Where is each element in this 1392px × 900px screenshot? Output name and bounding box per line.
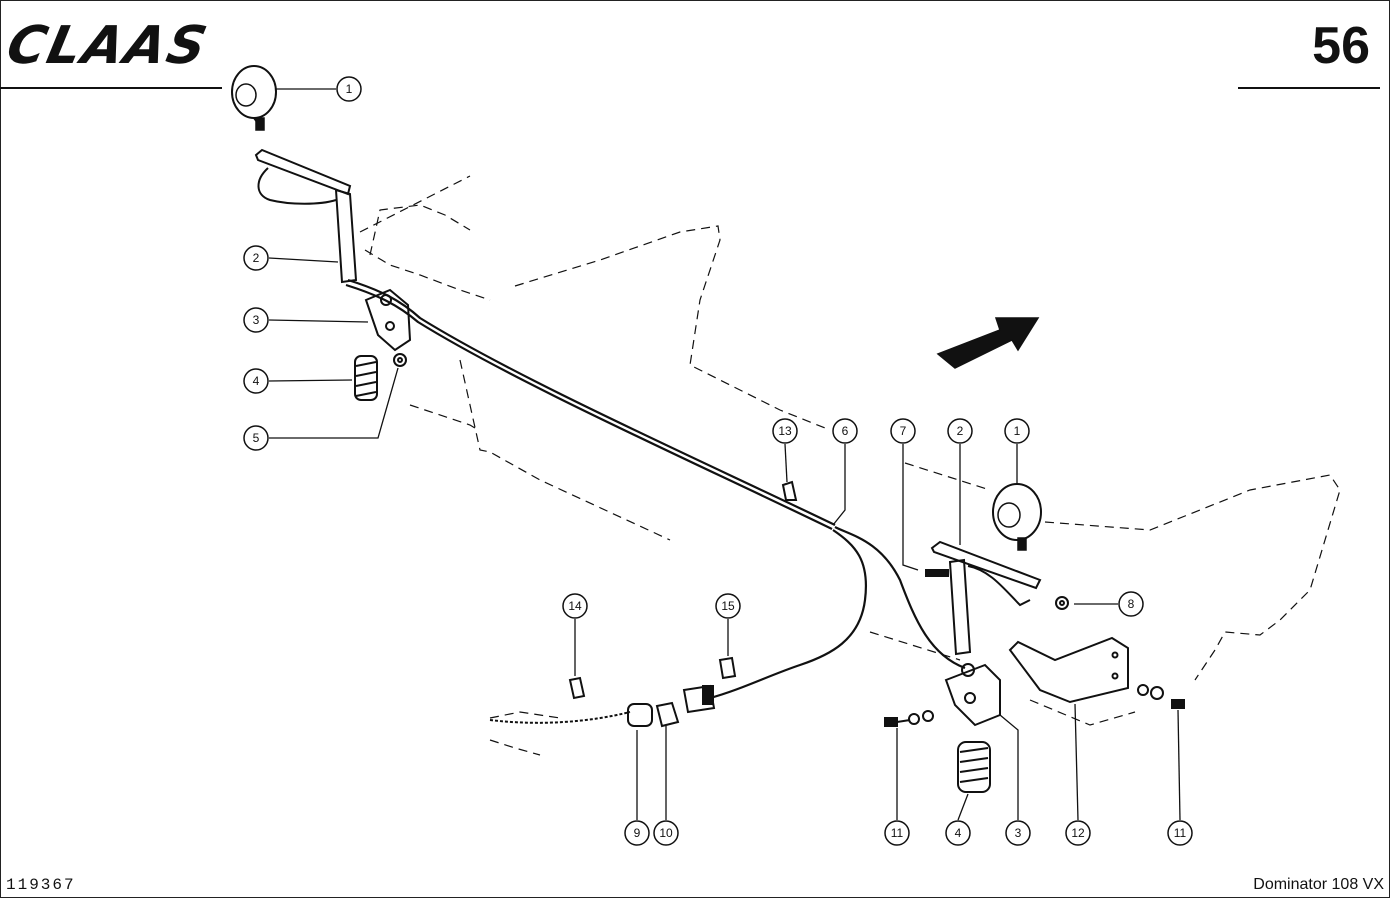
part-callout: 3 [243,307,269,333]
callout-circle [715,593,741,619]
part-callout: 15 [715,593,741,619]
callout-circle [243,425,269,451]
part-callout: 11 [884,820,910,846]
part-callout: 9 [624,820,650,846]
part-callout: 1 [336,76,362,102]
callout-label: 3 [1015,826,1022,840]
leader-lines [268,88,1181,821]
model-name: Dominator 108 VX [1253,876,1384,893]
callout-label: 9 [634,826,641,840]
mounting-plate [1008,636,1129,704]
spring-right [957,741,991,793]
lamp-bracket-right [925,540,1042,656]
part-callout: 14 [562,593,588,619]
part-callout: 2 [243,245,269,271]
page-number: 56 [1312,17,1370,75]
callout-circle [884,820,910,846]
callout-label: 13 [778,424,792,438]
machine-outline [359,175,1341,756]
callout-circle [890,418,916,444]
mounting-clamp-left [364,288,412,352]
callout-circle [243,368,269,394]
part-callout: 6 [832,418,858,444]
lamp-bracket-left [254,148,358,284]
callout-label: 11 [891,826,904,840]
part-callout: 1 [1004,418,1030,444]
callout-label: 15 [721,599,735,613]
callout-circle [1005,820,1031,846]
callout-circle [1167,820,1193,846]
direction-arrow-icon [936,317,1040,369]
callout-circle [945,820,971,846]
part-callout: 5 [243,425,269,451]
callout-label: 4 [253,374,260,388]
callout-label: 11 [1174,826,1187,840]
callout-circle [653,820,679,846]
part-callout: 13 [772,418,798,444]
callout-label: 1 [346,82,353,96]
callout-label: 1 [1014,424,1021,438]
callout-label: 12 [1071,826,1085,840]
callout-label: 2 [957,424,964,438]
part-callout: 7 [890,418,916,444]
part-callout: 10 [653,820,679,846]
callout-circle [1118,591,1144,617]
part-callout: 2 [947,418,973,444]
callout-label: 6 [842,424,849,438]
callout-label: 14 [568,599,582,613]
callout-label: 4 [955,826,962,840]
callout-label: 10 [659,826,673,840]
part-callout: 3 [1005,820,1031,846]
mounting-clamp-right [944,663,1001,727]
callout-label: 7 [900,424,907,438]
work-lamp-top-left [231,65,277,131]
callout-circle [562,593,588,619]
callout-circle [336,76,362,102]
cable-clip-15 [718,656,737,680]
callout-circle [243,307,269,333]
cable-clip-14 [568,676,586,700]
part-callout: 4 [945,820,971,846]
callout-circle [947,418,973,444]
fasteners [884,684,1185,727]
work-lamp-right [992,483,1042,551]
nut-left [393,353,407,367]
spring-left [354,355,378,401]
plug-connector [489,684,716,727]
callout-circle [243,245,269,271]
callout-label: 5 [253,431,260,445]
callout-circle [832,418,858,444]
document-number: 119367 [6,876,76,894]
part-callout: 12 [1065,820,1091,846]
callout-circle [772,418,798,444]
part-callout: 8 [1118,591,1144,617]
callout-circle [1004,418,1030,444]
part-callout: 4 [243,368,269,394]
wiring-harness [345,278,966,700]
callout-circle [1065,820,1091,846]
cable-clip-13 [781,480,798,501]
callout-circle [624,820,650,846]
clip-10 [655,701,680,728]
part-callout: 11 [1167,820,1193,846]
nut-right [1055,596,1069,610]
callout-label: 3 [253,313,260,327]
callout-label: 2 [253,251,260,265]
callout-label: 8 [1128,597,1135,611]
